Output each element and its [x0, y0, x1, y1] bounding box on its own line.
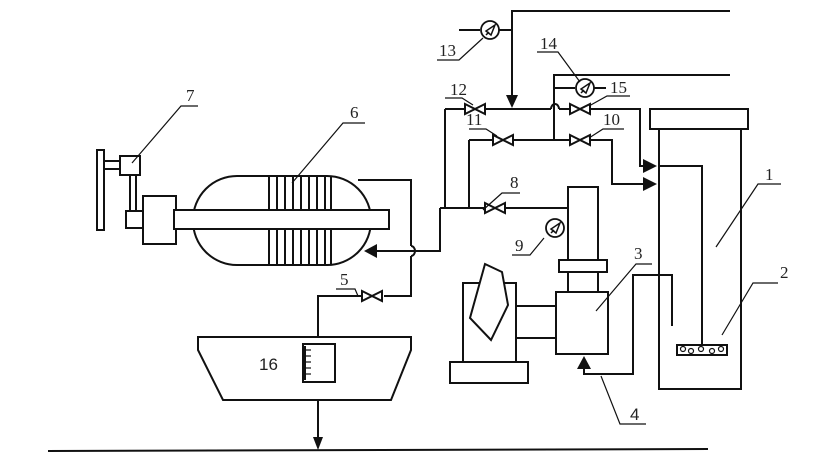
label-13: 13 [439, 41, 456, 60]
label-15: 15 [610, 78, 627, 97]
label-7: 7 [186, 86, 195, 105]
motor-7 [96, 149, 177, 245]
vessel-6 [173, 175, 390, 266]
aerator-2 [676, 344, 728, 356]
flow-arrow [313, 437, 323, 450]
label-16: 16 [259, 355, 278, 374]
label-5: 5 [340, 270, 349, 289]
label-1: 1 [765, 165, 774, 184]
flow-arrow [506, 95, 518, 108]
valve-8[interactable] [484, 202, 506, 214]
label-6: 6 [350, 103, 359, 122]
label-11: 11 [466, 110, 482, 129]
valve-11[interactable] [492, 134, 514, 146]
label-3: 3 [634, 244, 643, 263]
label-12: 12 [450, 80, 467, 99]
label-2: 2 [780, 263, 789, 282]
leader-lines [131, 37, 781, 425]
pressure-gauge-14 [575, 78, 595, 98]
label-4: 4 [630, 405, 639, 424]
label-10: 10 [603, 110, 620, 129]
flow-arrow [643, 177, 657, 191]
valve-5[interactable] [361, 290, 383, 302]
label-9: 9 [515, 236, 524, 255]
label-14: 14 [540, 34, 558, 53]
pressure-gauge-9 [545, 218, 565, 238]
label-8: 8 [510, 173, 519, 192]
flow-arrow [577, 356, 591, 369]
flow-arrow [643, 159, 657, 173]
ground-line [47, 448, 709, 452]
valve-10[interactable] [569, 134, 591, 146]
tank-1 [649, 108, 749, 390]
flow-arrow [364, 244, 377, 258]
valve-15[interactable] [569, 103, 591, 115]
pressure-gauge-13 [480, 20, 500, 40]
flow-meter-16 [302, 343, 336, 383]
pump-3 [449, 186, 609, 384]
